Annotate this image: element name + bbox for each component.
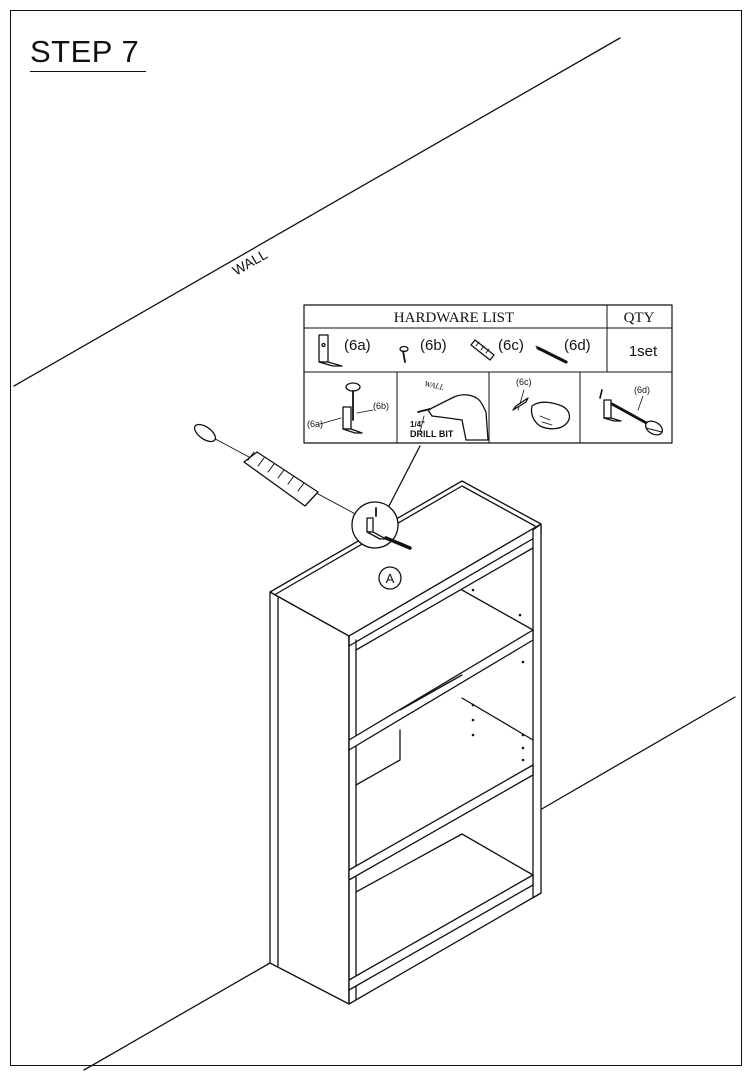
part-6d-label: (6d) [564, 337, 591, 354]
step4-assembly-icon [599, 389, 664, 436]
hand-insert-anchor-icon [512, 389, 571, 430]
floor-wall-edge [539, 696, 736, 811]
part-6a-label: (6a) [344, 337, 371, 354]
step3-label-6c: (6c) [516, 377, 532, 387]
drill-icon [417, 394, 489, 441]
install-step-1-icon [319, 382, 374, 434]
step2-drill-size: 1/4" [410, 420, 425, 429]
step-title-underline [30, 71, 146, 72]
step2-drill-bit-label: DRILL BIT [410, 429, 454, 439]
wall-anchor-icon [243, 451, 319, 507]
step4-label-6d: (6d) [634, 385, 650, 395]
part-6c-label: (6c) [498, 337, 524, 354]
bookcase-right-stile [532, 523, 542, 899]
bracket-icon [318, 334, 343, 367]
detail-leader-line [388, 445, 421, 507]
bookcase-bottom-shelf [348, 874, 534, 991]
qty-value: 1set [629, 343, 658, 360]
qty-header: QTY [624, 310, 655, 326]
floor-line [83, 962, 271, 1071]
long-screw-icon [535, 345, 568, 364]
bracket-with-screw-icon [366, 507, 412, 550]
step1-label-6a: (6a) [307, 419, 323, 429]
part-6b-label: (6b) [420, 337, 447, 354]
step2-wall-text: WALL [424, 379, 446, 392]
page-border [10, 10, 742, 1066]
wall-line [13, 37, 621, 387]
bookcase-side-panel [269, 591, 350, 1005]
wall-hole-icon [193, 423, 217, 443]
callout-a-circle [378, 566, 402, 590]
hardware-table [303, 304, 673, 444]
step1-label-6b: (6b) [373, 401, 389, 411]
hardware-list-header: HARDWARE LIST [394, 310, 514, 326]
step-title: STEP 7 [30, 34, 140, 69]
bookcase-shelf-1 [348, 629, 534, 751]
bookcase [269, 480, 542, 1005]
shelf-pin-holes [471, 588, 525, 762]
small-screw-icon [399, 345, 409, 363]
anchor-icon [470, 339, 495, 361]
bookcase-shelf-2 [348, 764, 534, 881]
callout-a-label: A [386, 571, 395, 586]
